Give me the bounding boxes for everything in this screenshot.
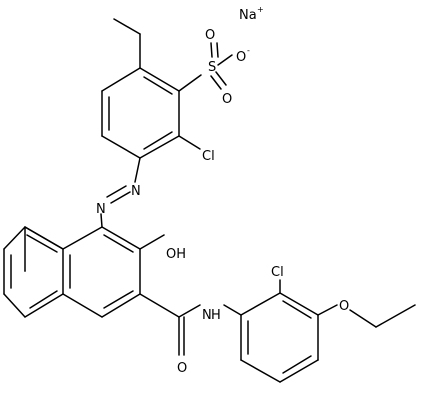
ether-oxygen: O bbox=[339, 299, 349, 314]
chlorine-upper: Cl bbox=[202, 149, 215, 164]
sulfonate-negative-charge: - bbox=[247, 46, 250, 55]
ring-a-bonds bbox=[101, 67, 180, 159]
sulfonyl-oxygen-bottom: O bbox=[222, 92, 232, 107]
sulfonyl-oxygen-top: O bbox=[205, 28, 215, 43]
ethyl-bonds bbox=[113, 18, 141, 69]
ethoxy-bonds bbox=[317, 304, 416, 328]
amide-bonds bbox=[139, 293, 242, 356]
hydroxyl-group: OH bbox=[166, 247, 186, 262]
amide-hydrogen: H bbox=[211, 308, 221, 323]
carbonyl-oxygen: O bbox=[177, 361, 187, 376]
azo-nitrogen-2: N bbox=[96, 202, 106, 217]
sodium-ion: Na bbox=[239, 8, 257, 23]
amide-nitrogen: N bbox=[202, 308, 212, 323]
sulfonate-oxygen-anion: O bbox=[236, 50, 246, 65]
cl-upper-bond bbox=[178, 135, 201, 150]
naphthalene-left-ring bbox=[3, 226, 64, 318]
azo-bonds bbox=[100, 157, 141, 228]
sulfur-atom: S bbox=[208, 60, 216, 75]
azo-nitrogen-1: N bbox=[131, 184, 141, 199]
chlorine-lower: Cl bbox=[271, 265, 284, 280]
sodium-positive-charge: + bbox=[257, 5, 264, 14]
sulfonate-bonds bbox=[178, 42, 233, 92]
naphthalene-bonds bbox=[24, 226, 141, 318]
hydroxyl-bond bbox=[139, 234, 165, 250]
ring-c-bonds bbox=[240, 292, 319, 383]
